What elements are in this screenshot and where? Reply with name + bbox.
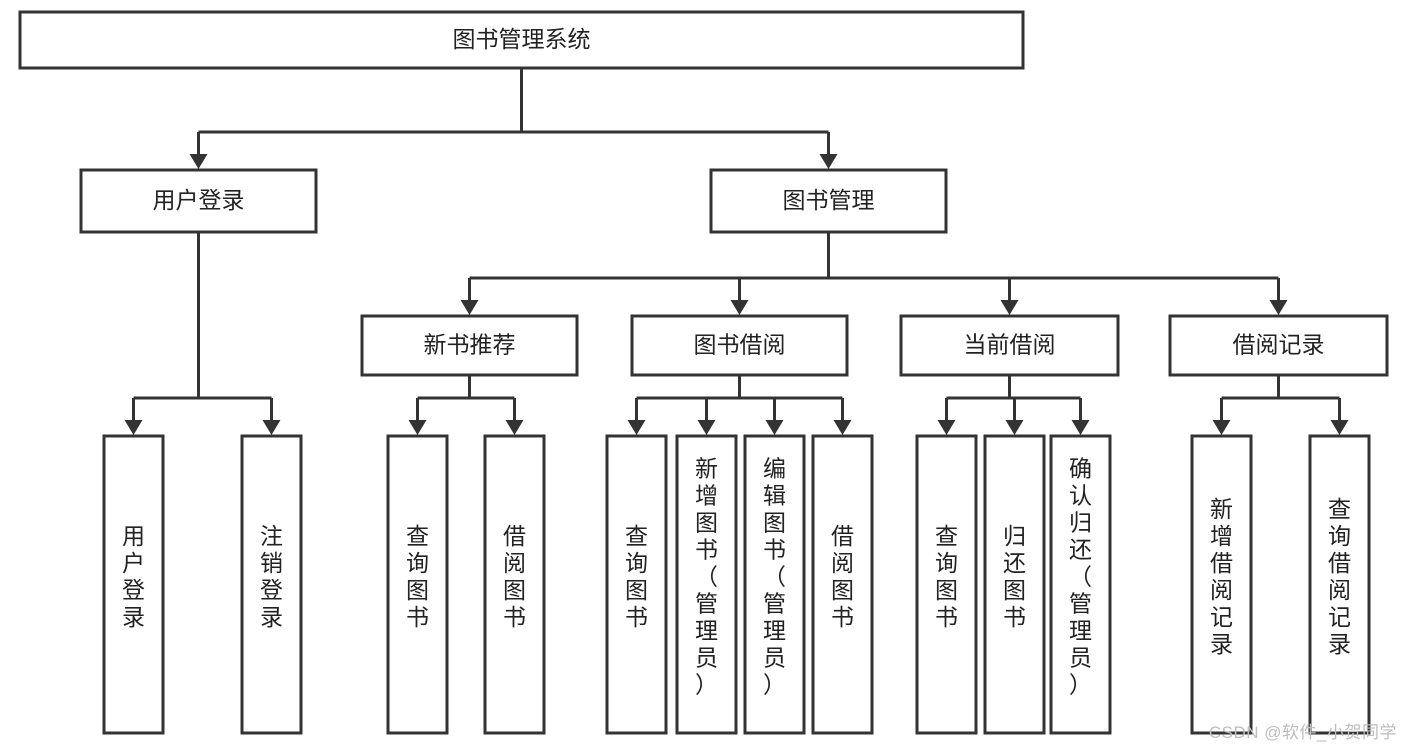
node-box-leaf-borrow-book-rec[interactable] bbox=[483, 434, 546, 735]
node-label-borrow-record: 借阅记录 bbox=[1233, 332, 1325, 358]
node-label-leaf-borrow-book-rec: 借阅图书 bbox=[503, 523, 526, 630]
node-leaf-query-book-cur[interactable]: 查询图书 bbox=[915, 434, 978, 735]
node-label-root: 图书管理系统 bbox=[453, 26, 591, 52]
node-label-leaf-logout: 注销登录 bbox=[260, 523, 283, 630]
node-box-leaf-query-record[interactable] bbox=[1308, 434, 1371, 735]
node-label-leaf-query-book-cur: 查询图书 bbox=[935, 523, 958, 630]
node-book-borrow[interactable]: 图书借阅 bbox=[630, 314, 849, 377]
nodes-layer: 图书管理系统用户登录图书管理新书推荐图书借阅当前借阅借阅记录用户登录注销登录查询… bbox=[18, 10, 1389, 735]
node-leaf-query-book-rec[interactable]: 查询图书 bbox=[386, 434, 449, 735]
node-user-login[interactable]: 用户登录 bbox=[79, 168, 318, 234]
node-box-leaf-query-book-cur[interactable] bbox=[915, 434, 978, 735]
node-box-book-borrow[interactable] bbox=[630, 314, 849, 377]
node-leaf-confirm-return[interactable]: 确认归还（管理员） bbox=[1049, 434, 1112, 735]
node-box-leaf-borrow-book[interactable] bbox=[811, 434, 874, 735]
connector-group-book-manage bbox=[460, 232, 1288, 315]
node-root[interactable]: 图书管理系统 bbox=[18, 10, 1025, 70]
node-box-leaf-confirm-return[interactable] bbox=[1049, 434, 1112, 735]
node-label-leaf-query-record: 查询借阅记录 bbox=[1328, 496, 1351, 657]
node-label-leaf-query-book-borrow: 查询图书 bbox=[625, 523, 648, 630]
connector-group-book-borrow bbox=[627, 375, 852, 435]
node-label-user-login: 用户登录 bbox=[153, 187, 245, 213]
node-box-leaf-add-book[interactable] bbox=[675, 434, 738, 735]
node-box-book-manage[interactable] bbox=[709, 168, 948, 234]
node-label-leaf-add-record: 新增借阅记录 bbox=[1210, 496, 1233, 657]
node-current-borrow[interactable]: 当前借阅 bbox=[899, 314, 1120, 377]
node-leaf-add-book[interactable]: 新增图书（管理员） bbox=[675, 434, 738, 735]
node-box-leaf-return-book[interactable] bbox=[983, 434, 1046, 735]
edges-layer bbox=[124, 68, 1349, 435]
node-box-leaf-edit-book[interactable] bbox=[743, 434, 806, 735]
node-leaf-query-book-borrow[interactable]: 查询图书 bbox=[605, 434, 668, 735]
node-book-manage[interactable]: 图书管理 bbox=[709, 168, 948, 234]
node-borrow-record[interactable]: 借阅记录 bbox=[1168, 314, 1389, 377]
node-label-leaf-borrow-book: 借阅图书 bbox=[831, 523, 854, 630]
node-leaf-edit-book[interactable]: 编辑图书（管理员） bbox=[743, 434, 806, 735]
node-label-current-borrow: 当前借阅 bbox=[964, 332, 1056, 358]
connector-group-user-login bbox=[124, 232, 281, 435]
node-leaf-query-record[interactable]: 查询借阅记录 bbox=[1308, 434, 1371, 735]
node-leaf-logout[interactable]: 注销登录 bbox=[240, 434, 303, 735]
node-leaf-borrow-book-rec[interactable]: 借阅图书 bbox=[483, 434, 546, 735]
node-box-new-book-recommend[interactable] bbox=[360, 314, 579, 377]
node-box-borrow-record[interactable] bbox=[1168, 314, 1389, 377]
node-box-leaf-user-login[interactable] bbox=[102, 434, 165, 735]
node-label-leaf-confirm-return: 确认归还（管理员） bbox=[1069, 456, 1092, 698]
node-leaf-add-record[interactable]: 新增借阅记录 bbox=[1190, 434, 1253, 735]
connector-group-new-book-recommend bbox=[408, 375, 524, 435]
node-box-current-borrow[interactable] bbox=[899, 314, 1120, 377]
node-label-leaf-query-book-rec: 查询图书 bbox=[406, 523, 429, 630]
node-label-leaf-user-login: 用户登录 bbox=[122, 523, 145, 630]
node-label-leaf-return-book: 归还图书 bbox=[1003, 523, 1026, 630]
connector-group-root bbox=[189, 68, 838, 169]
node-label-leaf-add-book: 新增图书（管理员） bbox=[695, 456, 718, 698]
node-box-leaf-query-book-borrow[interactable] bbox=[605, 434, 668, 735]
node-label-book-manage: 图书管理 bbox=[783, 187, 875, 213]
node-leaf-borrow-book[interactable]: 借阅图书 bbox=[811, 434, 874, 735]
node-new-book-recommend[interactable]: 新书推荐 bbox=[360, 314, 579, 377]
node-label-new-book-recommend: 新书推荐 bbox=[424, 332, 516, 358]
node-leaf-return-book[interactable]: 归还图书 bbox=[983, 434, 1046, 735]
node-label-book-borrow: 图书借阅 bbox=[694, 332, 786, 358]
connector-group-current-borrow bbox=[937, 375, 1090, 435]
watermark-text: CSDN @软件_小贺同学 bbox=[1208, 723, 1397, 742]
node-label-leaf-edit-book: 编辑图书（管理员） bbox=[763, 456, 786, 698]
node-box-leaf-logout[interactable] bbox=[240, 434, 303, 735]
node-box-leaf-add-record[interactable] bbox=[1190, 434, 1253, 735]
node-box-leaf-query-book-rec[interactable] bbox=[386, 434, 449, 735]
node-leaf-user-login[interactable]: 用户登录 bbox=[102, 434, 165, 735]
node-box-root[interactable] bbox=[18, 10, 1025, 70]
node-box-user-login[interactable] bbox=[79, 168, 318, 234]
connector-group-borrow-record bbox=[1212, 375, 1349, 435]
